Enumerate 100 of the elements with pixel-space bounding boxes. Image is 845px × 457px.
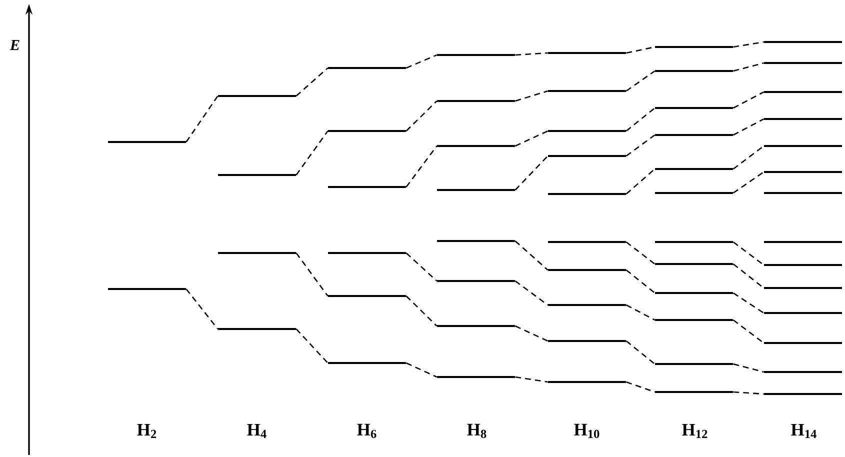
connector-line xyxy=(626,340,656,364)
connector-line xyxy=(732,319,764,344)
energy-level xyxy=(764,264,842,266)
energy-level xyxy=(764,40,842,44)
energy-level xyxy=(437,324,515,328)
energy-level xyxy=(764,240,842,244)
connector-line xyxy=(732,145,764,170)
energy-level xyxy=(218,94,296,98)
connector-line xyxy=(515,52,548,56)
energy-level xyxy=(764,118,842,120)
connector-line xyxy=(626,381,655,393)
energy-level xyxy=(328,66,406,70)
energy-level xyxy=(655,106,733,110)
energy-level xyxy=(548,90,626,92)
energy-level xyxy=(548,268,626,272)
molecule-label: H$_{2}$ xyxy=(137,424,156,438)
energy-level xyxy=(764,286,842,290)
molecule-label: H$_{4}$ xyxy=(247,424,266,438)
connector-line xyxy=(514,130,548,147)
energy-level xyxy=(548,340,626,342)
connector-line xyxy=(732,171,764,194)
energy-level xyxy=(328,362,406,364)
energy-level xyxy=(548,240,626,244)
energy-level xyxy=(764,90,842,94)
connector-line xyxy=(406,100,438,132)
axis-label: E xyxy=(10,40,20,50)
energy-level xyxy=(764,144,842,148)
connector-line xyxy=(733,41,764,48)
connector-line xyxy=(406,362,438,378)
energy-level xyxy=(548,380,626,384)
connector-line xyxy=(406,296,438,326)
energy-level xyxy=(655,46,733,48)
connector-line xyxy=(514,156,548,190)
energy-level xyxy=(548,52,626,54)
energy-level xyxy=(655,318,733,322)
energy-level xyxy=(655,390,733,394)
energy-level xyxy=(764,370,842,374)
connector-line xyxy=(732,91,764,109)
molecule-label: H$_{12}$ xyxy=(682,424,708,438)
connector-line xyxy=(406,252,438,282)
energy-level xyxy=(437,100,515,102)
connector-line xyxy=(186,288,218,330)
energy-level xyxy=(328,130,406,132)
energy-level xyxy=(764,312,842,314)
energy-level xyxy=(548,154,626,158)
connector-line xyxy=(296,252,328,296)
connector-line xyxy=(733,391,764,395)
connector-line xyxy=(186,96,218,142)
energy-level xyxy=(437,240,515,242)
energy-level xyxy=(655,292,733,294)
connector-line xyxy=(514,280,548,306)
energy-level xyxy=(328,294,406,298)
molecule-label: H$_{6}$ xyxy=(357,424,376,438)
energy-level xyxy=(655,362,733,366)
energy-level xyxy=(764,192,842,194)
energy-level xyxy=(218,252,296,254)
molecule-label: H$_{14}$ xyxy=(791,424,816,438)
connector-line xyxy=(626,108,656,132)
energy-level xyxy=(764,392,842,396)
energy-level xyxy=(437,188,515,192)
energy-level xyxy=(548,192,626,196)
connector-line xyxy=(733,62,764,72)
connector-line xyxy=(296,68,328,96)
connector-line xyxy=(626,134,656,157)
connector-line xyxy=(514,240,548,270)
energy-level xyxy=(655,192,733,194)
energy-level xyxy=(655,262,733,266)
connector-line xyxy=(732,241,764,266)
energy-level xyxy=(548,304,626,306)
connector-line xyxy=(406,54,438,69)
energy-level xyxy=(437,54,515,56)
energy-level xyxy=(655,168,733,170)
energy-level xyxy=(764,62,842,64)
energy-level xyxy=(764,342,842,344)
energy-level xyxy=(108,288,186,290)
energy-level xyxy=(548,130,626,132)
energy-level xyxy=(437,376,515,378)
connector-line xyxy=(296,328,328,364)
connector-line xyxy=(515,376,548,383)
connector-line xyxy=(732,118,764,136)
connector-line xyxy=(296,130,328,176)
energy-level xyxy=(655,240,733,244)
connector-line xyxy=(626,270,656,294)
molecule-label: H$_{8}$ xyxy=(467,424,486,438)
connector-line xyxy=(406,146,438,188)
energy-level xyxy=(218,174,296,176)
energy-level xyxy=(437,144,515,148)
energy-level xyxy=(328,186,406,188)
molecule-label: H$_{10}$ xyxy=(574,424,600,438)
energy-level xyxy=(437,280,515,282)
connector-line xyxy=(732,292,764,314)
connector-line xyxy=(626,304,656,321)
connector-line xyxy=(515,90,548,102)
energy-level xyxy=(328,252,406,254)
connector-line xyxy=(733,363,764,373)
connector-line xyxy=(732,264,764,288)
energy-level xyxy=(655,134,733,136)
energy-level xyxy=(655,70,733,72)
connector-line xyxy=(514,325,548,342)
connector-line xyxy=(626,70,656,92)
